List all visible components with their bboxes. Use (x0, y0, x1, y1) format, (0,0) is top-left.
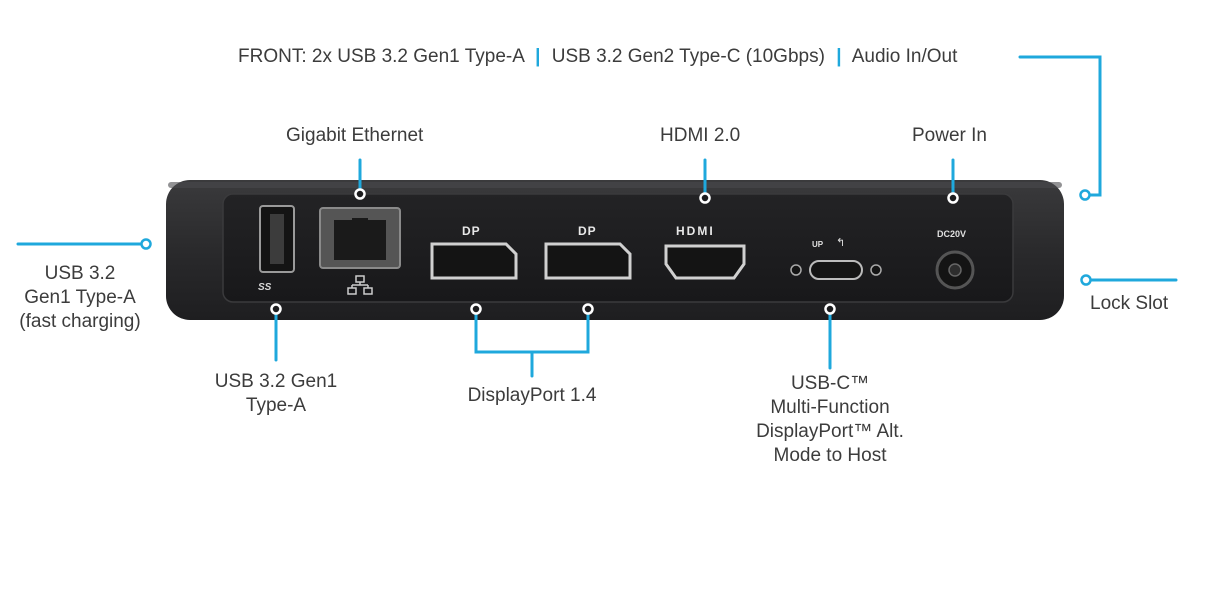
displayport-callout-bracket (474, 310, 590, 378)
usb-left-line-2: Gen1 Type-A (24, 287, 136, 308)
up-marking: UP (812, 240, 824, 249)
ss-usb-marking: SS (258, 282, 272, 293)
usb-bottom-line-2: Type-A (245, 395, 307, 416)
hdmi-logo: HDMI (676, 224, 715, 238)
displayport-2-port (544, 242, 632, 280)
front-item-usb-a: 2x USB 3.2 Gen1 Type-A (311, 46, 524, 67)
ethernet-callout-dot (354, 188, 366, 200)
hdmi-label: HDMI 2.0 (660, 125, 741, 146)
front-separator-1: | (535, 46, 541, 67)
dock-top-highlight (168, 182, 1062, 188)
dc20v-marking: DC20V (937, 229, 967, 239)
network-icon (347, 275, 373, 295)
displayport-1-port (430, 242, 518, 280)
front-item-audio: Audio In/Out (851, 46, 958, 67)
usb-a-tongue (270, 214, 284, 264)
lock-slot-callout-dot (1080, 274, 1092, 286)
usb-c-arrow-icon: ↰ (836, 237, 846, 249)
dp2-callout-dot (582, 303, 594, 315)
usbc-screw-hole-right (870, 264, 882, 276)
ethernet-socket (334, 220, 386, 260)
hdmi-callout-dot (699, 192, 711, 204)
usb-c-port (809, 260, 863, 280)
usbc-screw-hole-left (790, 264, 802, 276)
dp1-logo: DP (462, 224, 481, 238)
usbc-line-3: DisplayPort™ Alt. (756, 421, 904, 442)
usb-left-line-3: (fast charging) (19, 311, 141, 332)
usbc-label: USB-C™ Multi-Function DisplayPort™ Alt. … (740, 372, 920, 468)
usbc-line-4: Mode to Host (773, 445, 887, 466)
lock-slot-label: Lock Slot (1090, 293, 1169, 314)
power-callout-dot (947, 192, 959, 204)
dp2-logo: DP (578, 224, 597, 238)
usbc-line-2: Multi-Function (770, 397, 890, 418)
usb-bottom-line-1: USB 3.2 Gen1 (214, 371, 338, 392)
usb-bottom-label: USB 3.2 Gen1 Type-A (196, 370, 356, 418)
usb-left-callout-dot (140, 238, 152, 250)
front-prefix: FRONT: (238, 46, 307, 67)
hdmi-port (664, 244, 746, 280)
usb-bottom-callout-dot (270, 303, 282, 315)
usbc-callout-dot (824, 303, 836, 315)
front-callout-dot (1079, 189, 1091, 201)
dc-jack-pin (948, 263, 962, 277)
displayport-label: DisplayPort 1.4 (467, 385, 597, 406)
front-item-usb-c: USB 3.2 Gen2 Type-C (10Gbps) (551, 46, 825, 67)
gigabit-ethernet-label: Gigabit Ethernet (286, 125, 424, 146)
usb-left-line-1: USB 3.2 (44, 263, 116, 284)
front-separator-2: | (836, 46, 842, 67)
front-ports-caption: FRONT: 2x USB 3.2 Gen1 Type-A | USB 3.2 … (238, 46, 1018, 68)
front-callout-line (1018, 55, 1102, 197)
dp1-callout-dot (470, 303, 482, 315)
usbc-line-1: USB-C™ (790, 373, 870, 394)
usb-left-label: USB 3.2 Gen1 Type-A (fast charging) (10, 262, 150, 334)
ethernet-notch (352, 218, 368, 224)
power-in-label: Power In (912, 125, 987, 146)
